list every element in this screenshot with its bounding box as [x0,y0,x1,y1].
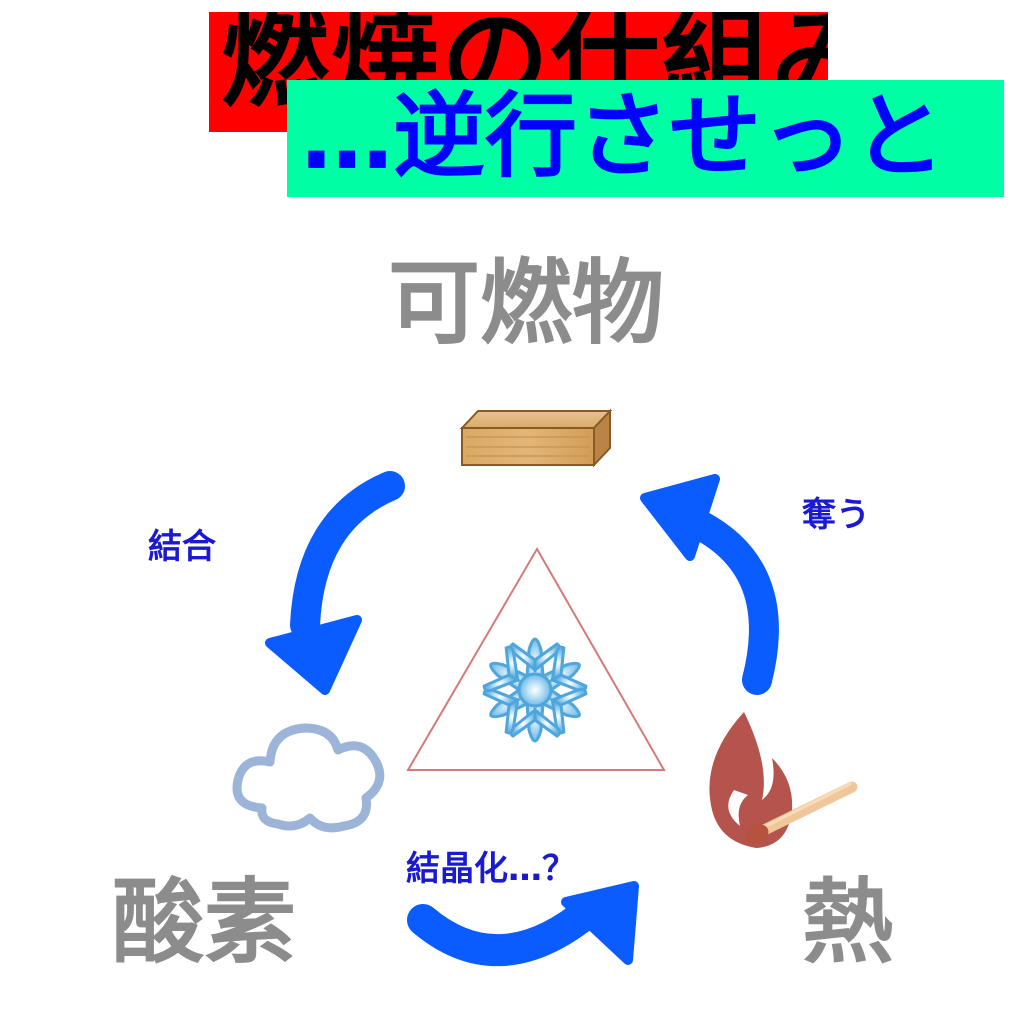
wood-block-icon [459,408,613,468]
arrow-oxygen-to-heat [407,881,639,967]
subtitle-text: …逆行させっと [301,83,946,190]
oxygen-label: 酸素 [112,869,297,976]
bond-label: 結合 [148,527,216,567]
fire-triangle [406,547,666,771]
snowflake-icon [482,637,588,743]
fuel-label: 可燃物 [388,250,665,357]
heat-label: 熱 [802,869,895,976]
flame-icon [709,712,793,848]
subtitle-banner: …逆行させっと [287,80,1004,197]
crystallize-label: 結晶化…？ [406,849,576,889]
cloud-icon [232,723,385,833]
arrow-fuel-to-oxygen [265,471,405,695]
match-icon [745,781,858,844]
arrow-heat-to-fuel [640,474,779,695]
take-away-label: 奪う [802,495,870,535]
